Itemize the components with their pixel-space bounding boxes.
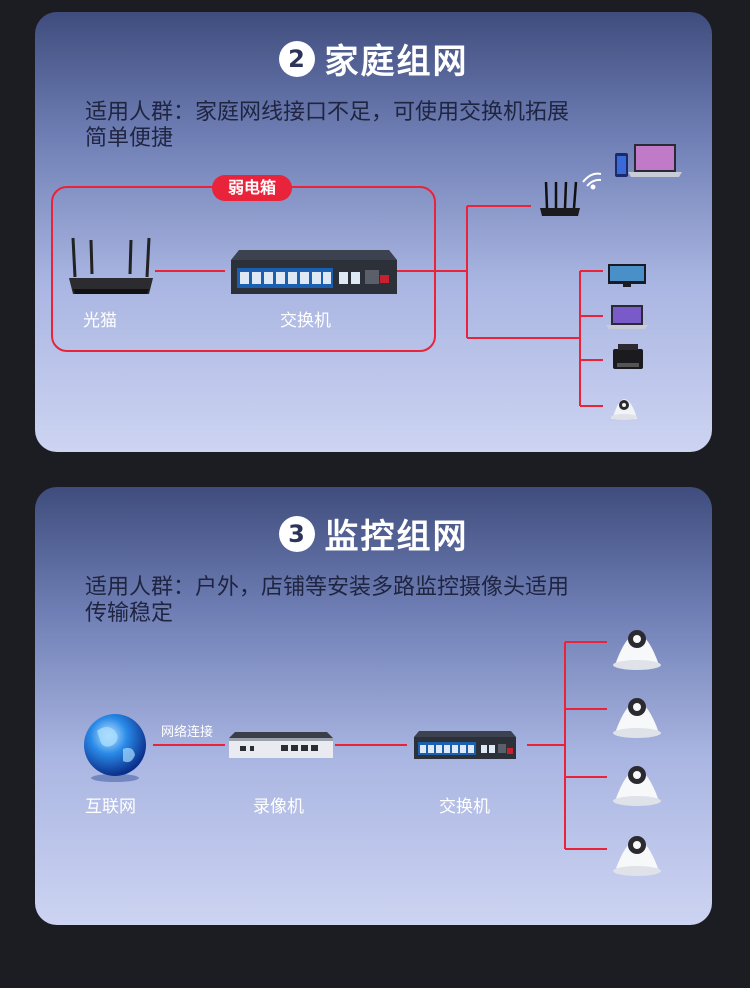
section-number-badge: 3 [278, 515, 315, 552]
modem-router-icon [69, 237, 153, 294]
description-line-1: 适用人群：家庭网线接口不足，可使用交换机拓展 [85, 100, 570, 125]
description-line-2: 简单便捷 [85, 126, 174, 151]
dome-camera-icon [613, 836, 661, 876]
switch-device-icon [231, 250, 397, 294]
nvr-label: 录像机 [253, 797, 304, 817]
nvr-recorder-icon [229, 732, 333, 758]
connection-lines [153, 641, 607, 850]
switch-label: 交换机 [439, 797, 490, 817]
network-link-label: 网络连接 [161, 725, 214, 740]
modem-label: 光猫 [83, 311, 117, 331]
monitoring-network-card: 3 监控组网 适用人群：户外，店铺等安装多路监控摄像头适用 传输稳定 [35, 487, 712, 925]
description-line-1: 适用人群：户外，店铺等安装多路监控摄像头适用 [85, 575, 570, 600]
switch-label: 交换机 [280, 311, 331, 331]
wifi-router-icon [540, 181, 580, 216]
dome-camera-icon [613, 766, 661, 806]
section-number-badge: 2 [278, 40, 315, 77]
section-description: 适用人群：户外，店铺等安装多路监控摄像头适用 传输稳定 [85, 575, 645, 627]
dome-camera-small-icon [611, 399, 637, 420]
home-network-card: 2 家庭组网 适用人群：家庭网线接口不足，可使用交换机拓展 简单便捷 弱电箱 [35, 12, 712, 452]
tv-icon [608, 264, 646, 287]
switch-device-icon [414, 731, 516, 759]
home-network-diagram [69, 144, 682, 420]
section-description: 适用人群：家庭网线接口不足，可使用交换机拓展 简单便捷 [85, 100, 645, 152]
section-title-text: 家庭组网 [324, 42, 469, 82]
wifi-signal-icon [582, 172, 602, 190]
phone-icon [615, 153, 628, 177]
laptop-small-icon [606, 305, 648, 329]
section-title-monitor: 3 监控组网 [35, 509, 712, 558]
internet-globe-icon [84, 714, 146, 782]
monitoring-network-diagram [84, 630, 661, 876]
internet-label: 互联网 [85, 797, 136, 817]
dome-camera-icon [613, 698, 661, 738]
laptop-icon [628, 144, 682, 177]
connection-lines [155, 205, 603, 407]
section-title-home: 2 家庭组网 [35, 34, 712, 83]
section-title-text: 监控组网 [324, 517, 469, 557]
dome-camera-icon [613, 630, 661, 670]
weak-current-box-badge: 弱电箱 [212, 175, 292, 201]
printer-icon [613, 344, 643, 369]
description-line-2: 传输稳定 [85, 601, 174, 626]
